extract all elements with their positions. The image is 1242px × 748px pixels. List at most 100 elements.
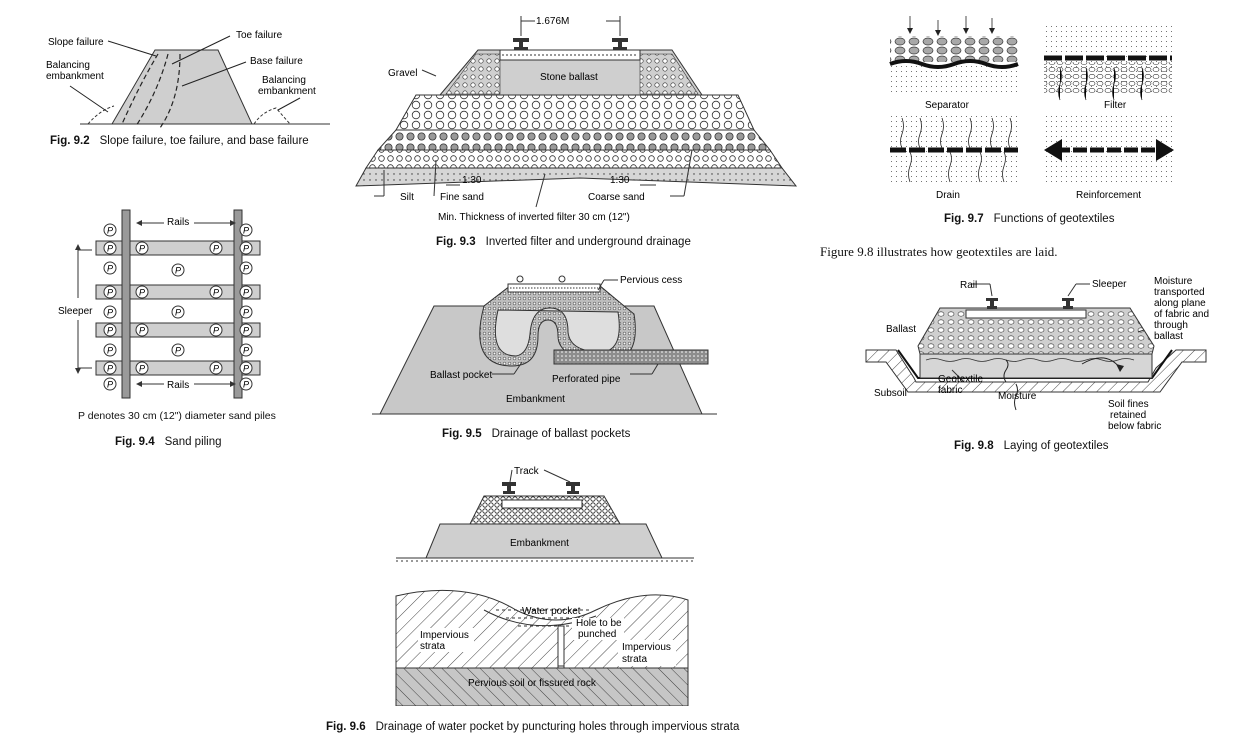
fig-9-8-title: Laying of geotextiles <box>1003 440 1109 452</box>
svg-text:P: P <box>243 380 249 390</box>
svg-text:P: P <box>107 244 113 254</box>
pervious-cess-label: Pervious cess <box>620 275 682 286</box>
rail-label: Rail <box>960 280 977 291</box>
svg-text:P: P <box>139 364 145 374</box>
svg-text:below fabric: below fabric <box>1108 421 1161 432</box>
fig-9-6-number: Fig. 9.6 <box>326 721 366 733</box>
rail-left-icon <box>513 38 529 50</box>
fig-9-3-title: Inverted filter and underground drainage <box>485 236 691 248</box>
balancing-right-label-2: embankment <box>258 86 316 97</box>
rail-right-icon <box>1062 298 1074 309</box>
sand-pile: P <box>103 377 117 391</box>
coarse-sand-label: Coarse sand <box>588 192 645 203</box>
sand-pile: P <box>103 223 117 237</box>
soil-fines-note: Soil fines retained below fabric <box>1108 399 1161 432</box>
sand-pile: P <box>103 261 117 275</box>
sand-pile: P <box>239 377 253 391</box>
sand-pile: P <box>103 241 117 255</box>
svg-text:P: P <box>139 326 145 336</box>
gauge-label: 1.676M <box>536 16 569 27</box>
svg-text:retained: retained <box>1110 410 1146 421</box>
sand-pile: P <box>135 241 149 255</box>
sand-pile: P <box>135 323 149 337</box>
water-pocket-label: Water pocket <box>522 606 581 617</box>
rail <box>233 209 243 399</box>
sand-pile: P <box>209 323 223 337</box>
svg-text:along plane: along plane <box>1154 298 1206 309</box>
impervious-left-label-1: Impervious <box>420 630 469 641</box>
sand-pile: P <box>239 323 253 337</box>
arrow-right-icon <box>1156 139 1174 161</box>
perforated-pipe <box>553 349 709 365</box>
silt-label: Silt <box>400 192 414 203</box>
svg-text:P: P <box>107 364 113 374</box>
separator-label: Separator <box>925 100 970 111</box>
fig-9-7-number: Fig. 9.7 <box>944 213 984 225</box>
svg-text:P: P <box>213 326 219 336</box>
fig-9-3-diagram: 1.676M Gravel Stone ballast 1:30 1:30 Si… <box>355 16 798 223</box>
svg-text:P: P <box>243 288 249 298</box>
track-label: Track <box>514 466 540 477</box>
sand-pile: P <box>209 285 223 299</box>
separator-stone <box>890 36 1018 62</box>
arrow-left-icon <box>1044 139 1062 161</box>
sleeper-label: Sleeper <box>58 306 93 317</box>
impervious-right-label-2: strata <box>622 654 647 665</box>
paragraph-fig-9-8: Figure 9.8 illustrates how geotextiles a… <box>820 244 1058 259</box>
svg-text:P: P <box>213 364 219 374</box>
rail <box>121 209 131 399</box>
moisture-label: Moisture <box>998 391 1037 402</box>
fig-9-7-diagram: Separator Filter Drain Reinforcement <box>889 16 1174 201</box>
fig-9-6-diagram: Track Embankment Water pocket Hole to be… <box>395 466 694 706</box>
fig-9-3-caption: Fig. 9.3 Inverted filter and underground … <box>436 236 691 248</box>
embankment-shape <box>111 49 253 125</box>
filter-label: Filter <box>1104 100 1127 111</box>
svg-text:P: P <box>243 308 249 318</box>
fig-9-8-diagram: Rail Sleeper Ballast Moisture transporte… <box>865 276 1209 432</box>
balancing-left-label-2: embankment <box>46 71 104 82</box>
fig-9-5-title: Drainage of ballast pockets <box>491 428 631 440</box>
sand-pile: P <box>103 285 117 299</box>
svg-text:P: P <box>243 244 249 254</box>
sand-pile: P <box>135 285 149 299</box>
fig-9-7-title: Functions of geotextiles <box>993 213 1115 225</box>
fine-sand-label: Fine sand <box>440 192 484 203</box>
svg-text:P: P <box>213 244 219 254</box>
svg-text:P: P <box>243 226 249 236</box>
svg-text:Moisture: Moisture <box>1154 276 1193 287</box>
balancing-right-label-1: Balancing <box>262 75 306 86</box>
rail-left-icon <box>986 298 998 309</box>
fig-9-6-caption: Fig. 9.6 Drainage of water pocket by punc… <box>326 721 739 733</box>
toe-failure-label: Toe failure <box>236 30 283 41</box>
sand-pile: P <box>239 285 253 299</box>
embankment-label: Embankment <box>510 538 569 549</box>
fig-9-5-caption: Fig. 9.5 Drainage of ballast pockets <box>442 428 630 440</box>
sand-pile: P <box>135 361 149 375</box>
sand-pile: P <box>103 305 117 319</box>
fig-9-3-number: Fig. 9.3 <box>436 236 476 248</box>
embankment-label: Embankment <box>506 394 565 405</box>
svg-text:through: through <box>1154 320 1188 331</box>
sand-pile: P <box>171 343 185 357</box>
fig-9-2-diagram: Slope failure Toe failure Base failure B… <box>46 30 330 129</box>
fig-9-2-title: Slope failure, toe failure, and base fai… <box>99 135 309 147</box>
slope-left-label: 1:30 <box>462 175 482 186</box>
moisture-transport-note: Moisture transported along plane of fabr… <box>1154 276 1209 342</box>
svg-text:P: P <box>243 346 249 356</box>
fig-9-6-title: Drainage of water pocket by puncturing h… <box>375 721 740 733</box>
svg-text:P: P <box>139 244 145 254</box>
svg-text:of fabric and: of fabric and <box>1154 309 1209 320</box>
svg-text:P: P <box>243 364 249 374</box>
fig-9-5-number: Fig. 9.5 <box>442 428 482 440</box>
rails-bottom-label: Rails <box>167 380 189 391</box>
geotextile-label-1: Geotextile <box>938 374 983 385</box>
fig-9-7-caption: Fig. 9.7 Functions of geotextiles <box>944 213 1114 225</box>
stone-ballast-label: Stone ballast <box>540 72 598 83</box>
fig-9-4-title: Sand piling <box>164 436 222 448</box>
gravel-label: Gravel <box>388 68 417 79</box>
svg-text:P: P <box>107 380 113 390</box>
sand-pile: P <box>239 241 253 255</box>
sand-pile: P <box>209 241 223 255</box>
